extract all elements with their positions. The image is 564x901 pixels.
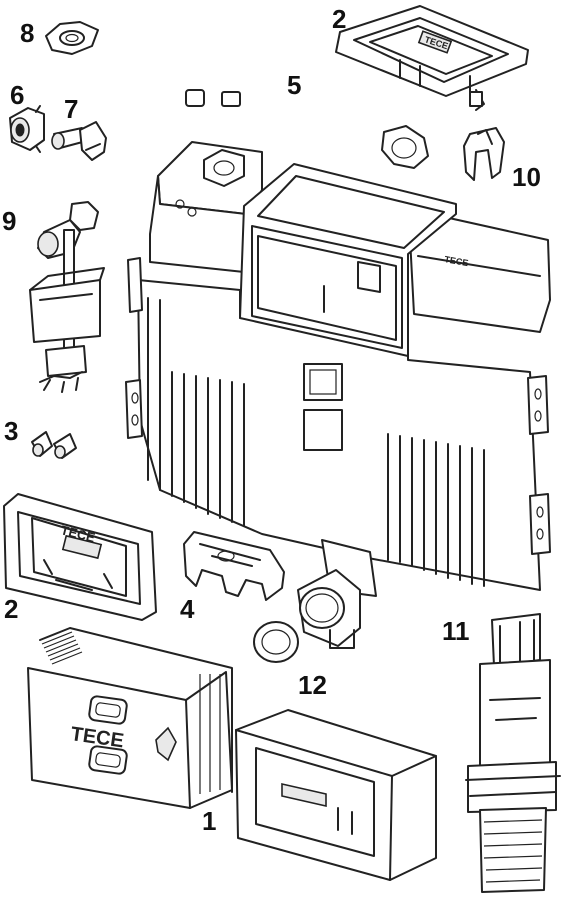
label-7: 7 <box>64 94 79 124</box>
part-1-frame-box <box>235 709 437 881</box>
part-3-caps <box>31 431 77 459</box>
part-8-nut <box>45 21 99 55</box>
label-2-top: 2 <box>332 4 347 34</box>
label-10: 10 <box>512 162 541 192</box>
part-2-top-frame: TECE <box>335 5 529 111</box>
label-12: 12 <box>298 670 327 700</box>
label-2-left: 2 <box>4 594 19 624</box>
label-4: 4 <box>180 594 195 624</box>
label-8: 8 <box>20 18 35 48</box>
left-ribs <box>159 369 245 527</box>
part-2-left-frame: TECE <box>3 493 157 621</box>
label-5: 5 <box>287 70 302 100</box>
right-ribs <box>387 433 485 587</box>
label-1: 1 <box>202 806 217 836</box>
part-5-hose <box>185 89 429 169</box>
cistern-body: TECE <box>125 141 551 597</box>
cistern-logo: TECE <box>444 254 469 268</box>
label-11: 11 <box>442 616 470 646</box>
label-6: 6 <box>10 80 25 110</box>
part-12-seal-and-elbow <box>253 569 361 663</box>
part-9-fill-valve <box>29 201 105 393</box>
part-6-valve <box>9 105 45 153</box>
part-11-flush-valve <box>465 613 561 893</box>
part-10-clip <box>463 127 505 181</box>
label-9: 9 <box>2 206 17 236</box>
label-3: 3 <box>4 416 19 446</box>
part-1-flush-plate: TECE <box>27 627 233 809</box>
part-7-angle-valve <box>51 121 107 161</box>
part-4-bracket <box>183 531 285 601</box>
